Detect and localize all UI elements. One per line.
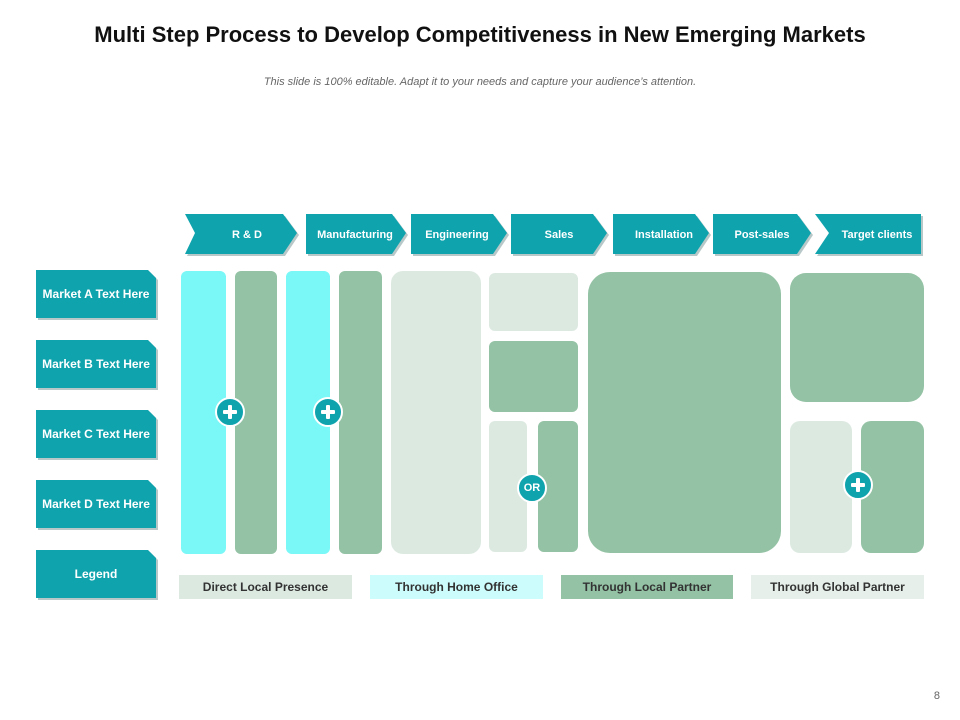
chevron-arrow-shape [185, 214, 299, 256]
sales-middle-block [489, 341, 578, 412]
market-tab-b[interactable]: Market B Text Here [36, 340, 158, 390]
step-label: Sales [544, 229, 574, 241]
step-label: Installation [634, 229, 694, 241]
legend-through-local-partner: Through Local Partner [561, 575, 733, 599]
market-label: Market A Text Here [42, 287, 150, 301]
chevron-arrow-shape [306, 214, 408, 256]
local-partner-column-2 [339, 271, 382, 554]
legend-direct-local-presence: Direct Local Presence [179, 575, 352, 599]
tab-shape [36, 410, 158, 460]
market-label: Market C Text Here [42, 427, 150, 441]
legend-tab[interactable]: Legend [36, 550, 158, 600]
legend-through-global-partner: Through Global Partner [751, 575, 924, 599]
slide-subtitle: This slide is 100% editable. Adapt it to… [263, 76, 697, 88]
step-arrow-installation[interactable]: Installation [613, 212, 713, 258]
step-arrow-sales[interactable]: Sales [511, 212, 611, 258]
plus-icon [215, 397, 245, 427]
slide-title: Multi Step Process to Develop Competitiv… [94, 22, 866, 47]
market-tab-d[interactable]: Market D Text Here [36, 480, 158, 530]
step-label: Target clients [841, 229, 913, 241]
plus-icon [843, 470, 873, 500]
installation-block [588, 272, 781, 553]
direct-presence-column [391, 271, 481, 554]
market-label: Market D Text Here [42, 497, 150, 511]
market-tab-a[interactable]: Market A Text Here [36, 270, 158, 320]
step-arrow-rnd[interactable]: R & D [185, 212, 303, 258]
plus-icon [313, 397, 343, 427]
chevron-arrow-shape [713, 214, 813, 256]
chevron-arrow-shape [411, 214, 509, 256]
or-badge: OR [517, 473, 547, 503]
market-label: Market B Text Here [42, 357, 150, 371]
tab-shape [36, 480, 158, 530]
step-label: Manufacturing [317, 229, 393, 241]
legend-through-home-office: Through Home Office [370, 575, 543, 599]
chevron-arrow-shape [511, 214, 609, 256]
step-label: Post-sales [734, 229, 790, 241]
page-number: 8 [933, 690, 940, 702]
step-arrow-post-sales[interactable]: Post-sales [713, 212, 815, 258]
step-arrow-manufacturing[interactable]: Manufacturing [306, 212, 410, 258]
chevron-arrow-shape [815, 214, 923, 256]
market-tab-c[interactable]: Market C Text Here [36, 410, 158, 460]
step-arrow-engineering[interactable]: Engineering [411, 212, 511, 258]
tab-shape [36, 550, 158, 600]
tab-shape [36, 270, 158, 320]
target-clients-bottom-left-block [790, 421, 852, 553]
market-label: Legend [74, 567, 118, 581]
target-clients-top-block [790, 273, 924, 402]
step-label: Engineering [425, 229, 489, 241]
step-arrow-target-clients[interactable]: Target clients [815, 212, 925, 258]
step-label: R & D [232, 229, 262, 241]
chevron-arrow-shape [613, 214, 711, 256]
sales-top-block [489, 273, 578, 331]
tab-shape [36, 340, 158, 390]
